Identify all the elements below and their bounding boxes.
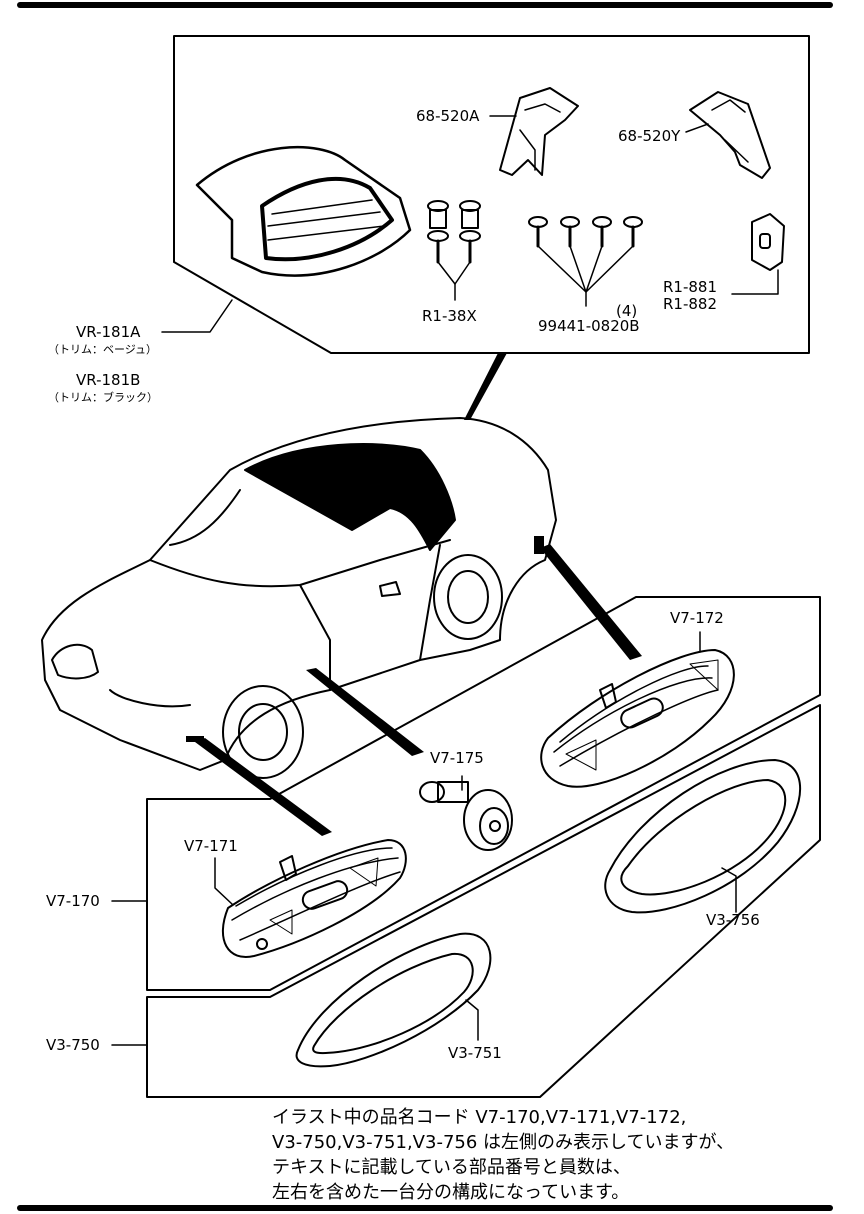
label-v7-171: V7-171 <box>184 837 238 855</box>
pointer-rear-lamp <box>540 544 642 660</box>
label-qty-99441: (4) <box>616 302 638 320</box>
lamp-panel-frame <box>146 596 821 991</box>
kit-pointer <box>464 353 507 420</box>
bracket-68-520a-drawing <box>499 87 579 176</box>
label-r1-882: R1-882 <box>663 295 718 313</box>
screws-99441-0820b-drawing <box>528 216 643 307</box>
label-vr-181b-trim: （トリム：ブラック） <box>48 391 158 404</box>
bracket-68-520y-drawing <box>689 91 771 179</box>
pointer-bulb <box>306 668 424 756</box>
footnote-line-1: イラスト中の品名コード V7-170,V7-171,V7-172, <box>272 1107 687 1128</box>
clip-r1-881-drawing <box>731 213 785 295</box>
car-roof-black <box>244 443 456 551</box>
kit-panel-frame <box>173 35 810 354</box>
bulb-drawing <box>419 781 513 851</box>
label-v7-172: V7-172 <box>670 609 724 627</box>
leader-v3-751 <box>465 999 479 1041</box>
footnote-line-4: 左右を含めた一台分の構成になっています。 <box>272 1182 630 1203</box>
hardtop-illustration <box>195 146 412 277</box>
label-v3-750: V3-750 <box>46 1036 100 1054</box>
pointer-front-lamp <box>195 738 332 836</box>
screws-r1-38x-drawing <box>427 200 481 301</box>
car-side-lamp-rear <box>534 536 544 554</box>
label-68-520a: 68-520A <box>416 107 480 125</box>
label-vr-181b: VR-181B <box>76 371 141 389</box>
leader-v3-756 <box>721 867 737 913</box>
label-v7-170: V7-170 <box>46 892 100 910</box>
label-v7-175: V7-175 <box>430 749 484 767</box>
label-r1-38x: R1-38X <box>422 307 477 325</box>
label-vr-181a-trim: （トリム：ベージュ） <box>48 343 158 356</box>
rear-bezel-drawing <box>604 759 802 914</box>
rear-lamp-drawing <box>540 649 735 788</box>
front-lamp-drawing <box>221 839 407 958</box>
footnote-line-3: テキストに記載している部品番号と員数は、 <box>272 1157 631 1178</box>
label-68-520y: 68-520Y <box>618 127 681 145</box>
label-vr-181a: VR-181A <box>76 323 141 341</box>
car-illustration <box>41 417 557 779</box>
footnote-line-2: V3-750,V3-751,V3-756 は左側のみ表示していますが、 <box>272 1132 735 1153</box>
label-r1-881: R1-881 <box>663 278 718 296</box>
leader-v7-171 <box>214 857 233 905</box>
leader-vr-181 <box>161 299 233 333</box>
label-v3-756: V3-756 <box>706 911 760 929</box>
bezel-panel-frame <box>146 704 821 1098</box>
front-bezel-drawing <box>295 932 492 1068</box>
label-v3-751: V3-751 <box>448 1044 502 1062</box>
car-side-lamp-front <box>186 736 204 742</box>
label-99441-0820b: 99441-0820B <box>538 317 640 335</box>
footnote: イラスト中の品名コード V7-170,V7-171,V7-172, V3-750… <box>272 1105 852 1205</box>
leader-68-520y <box>685 123 709 133</box>
